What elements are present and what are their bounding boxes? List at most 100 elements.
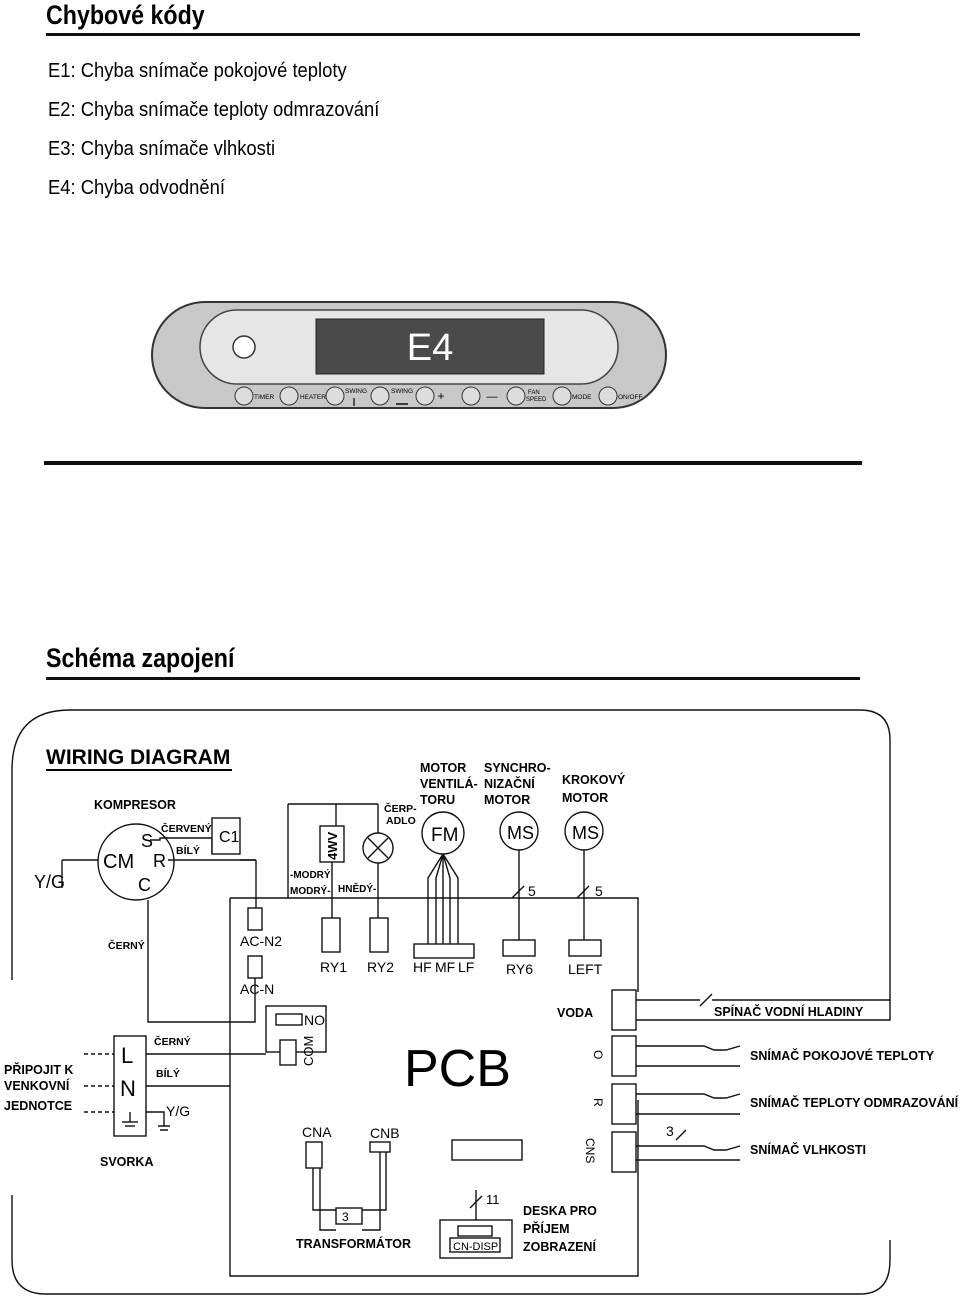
svg-text:SPEED: SPEED <box>526 397 547 403</box>
fan-speed-label: FAN <box>528 390 540 396</box>
svg-text:MS: MS <box>572 823 599 843</box>
svg-text:FM: FM <box>431 825 458 846</box>
svg-text:SPÍNAČ VODNÍ HLADINY: SPÍNAČ VODNÍ HLADINY <box>714 1004 864 1019</box>
svg-text:SNÍMAČ TEPLOTY ODMRAZOVÁNÍ: SNÍMAČ TEPLOTY ODMRAZOVÁNÍ <box>750 1095 959 1110</box>
svg-text:ON/OFF: ON/OFF <box>618 394 643 401</box>
svg-text:VENTILÁ-: VENTILÁ- <box>420 776 478 791</box>
svg-text:3: 3 <box>666 1123 674 1139</box>
wiring-diagram: WIRING DIAGRAM KOMPRESOR CM S R C ČERVEN… <box>4 709 959 1295</box>
fan-speed-button[interactable]: FAN SPEED <box>506 386 547 406</box>
svg-text:Y/G: Y/G <box>34 872 65 892</box>
svg-text:SWING: SWING <box>391 388 413 395</box>
svg-text:MOTOR: MOTOR <box>484 793 530 807</box>
svg-text:11: 11 <box>486 1192 500 1207</box>
mode-button[interactable]: MODE <box>552 386 592 406</box>
svg-text:SNÍMAČ VLHKOSTI: SNÍMAČ VLHKOSTI <box>750 1142 866 1157</box>
svg-text:VODA: VODA <box>557 1006 593 1020</box>
svg-text:SNÍMAČ POKOJOVÉ TEPLOTY: SNÍMAČ POKOJOVÉ TEPLOTY <box>750 1048 935 1063</box>
svg-text:L: L <box>121 1043 133 1068</box>
svg-text:HEATER: HEATER <box>300 394 326 401</box>
svg-text:ZOBRAZENÍ: ZOBRAZENÍ <box>523 1239 596 1254</box>
four-way-valve <box>319 825 345 863</box>
svg-text:SYNCHRO-: SYNCHRO- <box>484 761 551 775</box>
svg-text:TRANSFORMÁTOR: TRANSFORMÁTOR <box>296 1236 411 1251</box>
svg-text:RY6: RY6 <box>506 961 533 977</box>
indicator-led-icon <box>232 335 256 359</box>
control-panel: E4 TIMER HEATER SWING SWING + — <box>151 301 667 409</box>
svg-text:VENKOVNÍ: VENKOVNÍ <box>4 1078 70 1093</box>
svg-text:JEDNOTCE: JEDNOTCE <box>4 1099 72 1113</box>
pcb-label: PCB <box>404 1040 511 1098</box>
svg-text:LF: LF <box>458 959 474 975</box>
compressor-icon <box>97 823 175 901</box>
svg-text:MF: MF <box>435 959 455 975</box>
svg-text:+: + <box>437 389 444 403</box>
svg-text:RY2: RY2 <box>367 959 394 975</box>
svg-text:MODE: MODE <box>572 394 592 401</box>
heater-button[interactable]: HEATER <box>279 386 326 406</box>
svg-text:Y/G: Y/G <box>166 1103 190 1119</box>
error-code-e3: E3: Chyba snímače vlhkosti <box>48 138 276 160</box>
svg-text:-MODRÝ: -MODRÝ <box>290 868 331 881</box>
svg-text:AC-N: AC-N <box>240 981 274 997</box>
svg-text:CNS: CNS <box>583 1138 597 1163</box>
on-off-button[interactable]: ON/OFF <box>598 386 643 406</box>
svg-text:5: 5 <box>595 883 603 899</box>
svg-text:R: R <box>153 851 166 871</box>
svg-text:ČERP-: ČERP- <box>384 802 417 815</box>
svg-text:C: C <box>138 875 151 895</box>
svg-text:MS: MS <box>507 823 534 843</box>
kompresor-label: KOMPRESOR <box>94 798 176 812</box>
svg-text:HF: HF <box>413 959 432 975</box>
svg-text:MOTOR: MOTOR <box>420 761 466 775</box>
minus-button[interactable]: — <box>461 386 498 406</box>
svg-text:HNĚDÝ-: HNĚDÝ- <box>338 882 376 895</box>
svg-text:ADLO: ADLO <box>386 815 416 827</box>
timer-button[interactable]: TIMER <box>234 386 275 406</box>
svg-text:DESKA PRO: DESKA PRO <box>523 1204 597 1218</box>
svg-text:S: S <box>141 831 153 851</box>
svg-text:CNB: CNB <box>370 1125 400 1141</box>
svg-text:NO: NO <box>304 1012 325 1028</box>
svg-text:—: — <box>487 391 498 403</box>
svg-text:PŘÍJEM: PŘÍJEM <box>523 1221 570 1236</box>
svg-text:SWING: SWING <box>345 388 367 395</box>
svg-text:RY1: RY1 <box>320 959 347 975</box>
swing-button-2[interactable]: SWING <box>370 386 413 406</box>
svg-text:MOTOR: MOTOR <box>562 791 608 805</box>
svg-text:O: O <box>591 1050 605 1059</box>
svg-text:AC-N2: AC-N2 <box>240 933 282 949</box>
transformer-icon <box>335 1207 363 1225</box>
display-screen <box>315 318 545 375</box>
display-code: E4 <box>407 327 453 369</box>
svg-text:ČERNÝ: ČERNÝ <box>108 939 145 952</box>
svg-text:3: 3 <box>342 1210 349 1224</box>
svg-text:BÍLÝ: BÍLÝ <box>156 1067 180 1080</box>
svg-text:TORU: TORU <box>420 793 455 807</box>
svg-text:NIZAČNÍ: NIZAČNÍ <box>484 776 535 791</box>
svg-text:5: 5 <box>528 883 536 899</box>
svg-text:N: N <box>120 1076 136 1101</box>
svg-text:R: R <box>591 1098 605 1107</box>
svg-text:KROKOVÝ: KROKOVÝ <box>562 772 626 787</box>
svg-text:ČERNÝ: ČERNÝ <box>154 1035 191 1048</box>
swing-button-1[interactable]: SWING <box>325 386 367 406</box>
svg-text:LEFT: LEFT <box>568 961 603 977</box>
error-codes-title: Chybové kódy <box>46 0 205 30</box>
error-code-e2: E2: Chyba snímače teploty odmrazování <box>48 99 380 121</box>
svg-text:SVORKA: SVORKA <box>100 1155 153 1169</box>
svg-text:BÍLÝ: BÍLÝ <box>176 844 200 857</box>
svg-text:CNA: CNA <box>302 1124 332 1140</box>
svg-text:ČERVENÝ: ČERVENÝ <box>161 822 212 835</box>
capacitor-c1 <box>211 817 241 855</box>
error-code-e1: E1: Chyba snímače pokojové teploty <box>48 60 347 82</box>
svg-text:COM: COM <box>301 1036 316 1066</box>
svg-text:C1: C1 <box>219 829 240 846</box>
svg-text:MODRÝ-: MODRÝ- <box>290 884 331 897</box>
svg-text:CM: CM <box>103 851 134 873</box>
wiring-title-rule <box>46 677 860 680</box>
wiring-title: Schéma zapojení <box>46 643 235 673</box>
plus-button[interactable]: + <box>415 386 445 406</box>
svg-text:CN-DISP: CN-DISP <box>453 1241 498 1253</box>
svg-text:TIMER: TIMER <box>254 394 275 401</box>
